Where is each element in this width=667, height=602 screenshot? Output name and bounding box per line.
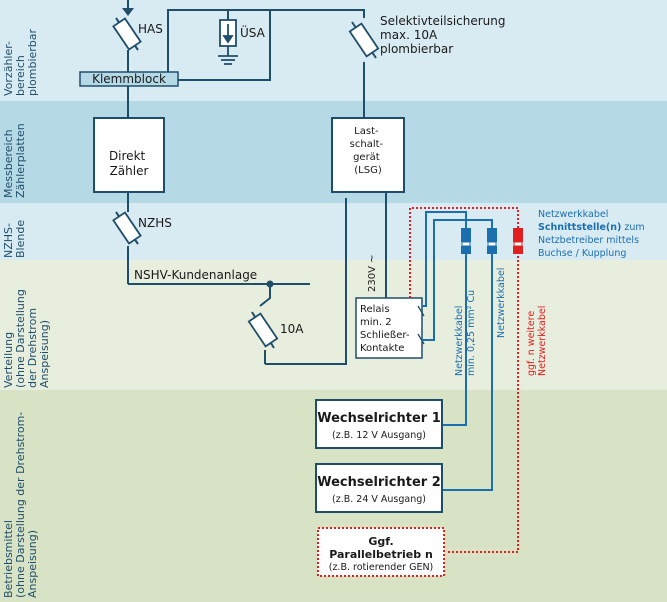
direkt-zaehler-box: [93, 117, 165, 193]
fuse-10a-icon: [247, 311, 279, 349]
uesa-arrester-icon: [218, 19, 238, 65]
has-label: HAS: [138, 22, 163, 36]
has-fuse-icon: [112, 17, 142, 51]
band-label-vorzaehler: Vorzähler- bereich plombierbar: [2, 28, 39, 96]
wechselrichter-1-box: [315, 399, 443, 449]
svg-text:Verteilung (ohne Darstel: Verteilung (ohne Darstellung der Drehstr…: [2, 286, 51, 388]
wr1-sub: (z.B. 12 V Ausgang): [332, 430, 426, 441]
wr2-sub: (z.B. 24 V Ausgang): [332, 494, 426, 505]
nwk1-line-2: min. 0,25 mm² Cu: [466, 290, 477, 376]
direkt-line-2: Zähler: [110, 164, 149, 178]
selektiv-label: Selektivteilsicherung max. 10A plombierb…: [380, 14, 509, 56]
band-mess-line-1: Messbereich: [2, 129, 15, 198]
band-label-mess: Messbereich Zählerplatten: [2, 123, 27, 198]
direkt-zaehler-label: Direkt Zähler: [109, 149, 149, 178]
label-10a: 10A: [280, 322, 304, 336]
relay-contact-icons: [417, 305, 425, 345]
par-title-1: Ggf.: [368, 535, 393, 548]
klemmblock-label: Klemmblock: [92, 72, 166, 86]
band-label-verteilung: Verteilung (ohne Darstellung der Drehstr…: [2, 286, 51, 388]
klemmblock-box: [79, 71, 179, 87]
relais-line-3: Schließer-: [360, 330, 410, 341]
band-label-betrieb: Betriebsmittel (ohne Darstellung der Dre…: [2, 408, 39, 598]
lsg-line-2: schalt-: [350, 139, 384, 150]
relais-line-4: Kontakte: [360, 343, 404, 354]
direkt-line-1: Direkt: [109, 149, 146, 163]
relais-line-1: Relais: [360, 304, 390, 315]
band-betrieb-line-2: (ohne Darstellung der Drehstrom-: [14, 412, 27, 598]
lsg-line-4: (LSG): [354, 165, 382, 176]
svg-text:Messbereich Zählerplatte: Messbereich Zählerplatten: [2, 123, 27, 198]
nzhs-label: NZHS: [138, 216, 172, 230]
relais-line-2: min. 2: [360, 317, 392, 328]
svg-text:Betriebsmittel (ohne Dar: Betriebsmittel (ohne Darstellung der Dre…: [2, 408, 39, 598]
ggf-line-1: ggf. n weitere: [526, 311, 537, 376]
band-nzhs-line-1: NZHS-: [2, 223, 15, 258]
nwk1-line-1: Netzwerkkabel: [454, 306, 465, 376]
coupler-1-icon: [461, 228, 471, 254]
wr2-title: Wechselrichter 2: [317, 475, 441, 490]
ggf-line-2: Netzwerkkabel: [537, 306, 548, 376]
relais-box: [355, 297, 423, 359]
uesa-label: ÜSA: [240, 24, 266, 40]
coupler-red-icon: [513, 228, 523, 254]
lsg-box: [331, 117, 405, 193]
band-nzhs-line-2: Blende: [14, 220, 27, 258]
main-wiring: [127, 0, 387, 365]
band-nzhs: [0, 203, 667, 260]
network-cables: [422, 211, 493, 491]
band-verteilung-line-4: Anspeisung): [38, 320, 51, 388]
band-betrieb-line-3: Anspeisung): [26, 530, 39, 598]
schnittstelle-line-3: Netzbetreiber mittels: [538, 235, 639, 246]
selektiv-line-1: Selektivteilsicherung: [380, 14, 506, 28]
schnittstelle-line-1: Netzwerkkabel: [538, 209, 608, 220]
svg-text:NZHS- Blende: NZHS- Blende: [2, 220, 27, 259]
lsg-label: Last- schalt- gerät (LSG): [350, 126, 387, 176]
band-label-nzhs: NZHS- Blende: [2, 220, 27, 259]
band-verteilung-line-1: Verteilung: [2, 332, 15, 388]
schnittstelle-line-2: Schnittstelle(n) zum: [538, 222, 645, 233]
nshv-junction-dot: [266, 280, 274, 288]
lsg-line-1: Last-: [354, 126, 379, 137]
relais-label: Relais min. 2 Schließer- Kontakte: [360, 304, 413, 354]
selektiv-line-3: plombierbar: [380, 42, 453, 56]
nzhs-fuse-icon: [112, 211, 142, 245]
wechselrichter-2-box: [315, 463, 443, 513]
nshv-label: NSHV-Kundenanlage: [134, 268, 257, 282]
optional-cables: [409, 207, 519, 553]
ggf-weitere-label: ggf. n weitere Netzwerkkabel: [526, 306, 548, 376]
schnittstelle-line-4: Buchse / Kupplung: [538, 248, 626, 259]
lsg-line-3: gerät: [353, 152, 380, 163]
band-verteilung-line-3: der Drehstrom: [26, 308, 39, 388]
par-title-2: Parallelbetrieb n: [329, 548, 433, 561]
netzwerkkabel-vert-2: Netzwerkkabel: [496, 268, 507, 338]
schnitt-zum: zum: [621, 222, 644, 233]
band-verteilung-line-2: (ohne Darstellung: [14, 289, 27, 388]
band-mess-line-2: Zählerplatten: [14, 123, 27, 198]
coupler-2-icon: [487, 228, 497, 254]
band-verteilung: [0, 260, 667, 390]
v230-label: 230V ~: [367, 255, 378, 293]
band-vorzaehler-line-3: plombierbar: [26, 28, 39, 96]
selektiv-fuse-icon: [348, 21, 380, 59]
band-vorzaehler-line-1: Vorzähler-: [2, 41, 15, 96]
svg-text:Vorzähler- bereich: Vorzähler- bereich plombierbar: [2, 28, 39, 96]
band-vorzaehler-line-2: bereich: [14, 55, 27, 96]
has-arrow-icon: [122, 8, 134, 16]
selektiv-line-2: max. 10A: [380, 28, 438, 42]
par-sub: (z.B. rotierender GEN): [329, 562, 434, 573]
parallelbetrieb-box: [317, 527, 445, 577]
band-betrieb-line-1: Betriebsmittel: [2, 520, 15, 598]
wr1-title: Wechselrichter 1: [317, 411, 441, 426]
schnitt-bold: Schnittstelle(n): [538, 222, 621, 233]
netzwerkkabel-vert-1: Netzwerkkabel min. 0,25 mm² Cu: [454, 290, 477, 376]
